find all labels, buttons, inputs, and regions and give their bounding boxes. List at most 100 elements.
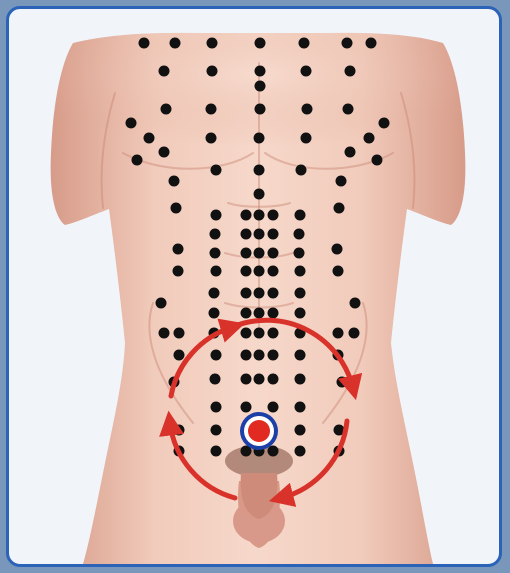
acupoint-dot [268,446,279,457]
acupoint-dot [255,66,266,77]
acupoint-dot [241,308,252,319]
acupoint-dot [294,248,305,259]
acupoint-dot [161,104,172,115]
acupoint-dot [255,38,266,49]
acupoint-dot [144,133,155,144]
acupoint-dot [241,248,252,259]
acupoint-dot [268,229,279,240]
acupoint-dot [241,374,252,385]
acupoint-dot [336,176,347,187]
acupoint-dot [254,189,265,200]
acupoint-dot [268,350,279,361]
marker-center [248,420,270,442]
acupoint-dot [345,147,356,158]
acupoint-dot [211,210,222,221]
acupoint-dot [268,308,279,319]
acupoint-dot [255,81,266,92]
acupoint-dot [241,229,252,240]
acupoint-dot [156,298,167,309]
acupoint-dot [254,328,265,339]
acupoint-dot [173,244,184,255]
acupoint-dot [295,266,306,277]
acupoint-dot [241,402,252,413]
acupoint-dot [211,446,222,457]
acupoint-dot [337,377,348,388]
acupoint-dot [301,66,312,77]
acupoint-dot [211,402,222,413]
acupoint-dot [268,402,279,413]
acupoint-dot [268,328,279,339]
torso-illustration [9,9,499,564]
acupoint-dot [159,66,170,77]
acupoint-dot [254,308,265,319]
acupoint-dot [241,210,252,221]
acupoint-dot [366,38,377,49]
acupoint-dot [332,244,343,255]
acupoint-dot [211,165,222,176]
acupoint-dot [295,210,306,221]
acupoint-dot [241,350,252,361]
acupoint-dot [295,446,306,457]
acupoint-dot [295,374,306,385]
acupoint-dot [343,104,354,115]
acupoint-dot [210,248,221,259]
acupoint-dot [255,104,266,115]
acupoint-dot [170,38,181,49]
acupoint-dot [254,288,265,299]
acupoint-dot [174,425,185,436]
acupoint-dot [241,288,252,299]
acupoint-dot [345,66,356,77]
acupoint-dot [334,203,345,214]
acupoint-dot [241,266,252,277]
navel-marker [240,412,278,450]
acupoint-dot [301,133,312,144]
acupoint-dot [209,288,220,299]
acupoint-dot [132,155,143,166]
acupoint-dot [296,165,307,176]
acupoint-dot [268,288,279,299]
acupoint-dot [268,266,279,277]
acupoint-dot [364,133,375,144]
acupoint-dot [171,203,182,214]
acupoint-dot [159,147,170,158]
acupoint-dot [268,374,279,385]
acupoint-dot [174,350,185,361]
acupoint-dot [295,402,306,413]
acupoint-dot [210,229,221,240]
acupoint-dot [294,229,305,240]
acupoint-dot [342,38,353,49]
acupoint-dot [295,308,306,319]
acupoint-dot [333,328,344,339]
acupoint-dot [210,374,221,385]
acupoint-dot [295,425,306,436]
acupoint-dot [174,328,185,339]
acupoint-dot [169,176,180,187]
acupoint-dot [159,328,170,339]
acupoint-dot [207,38,218,49]
acupoint-dot [254,248,265,259]
acupoint-dot [173,266,184,277]
acupoint-dot [295,288,306,299]
acupoint-dot [372,155,383,166]
acupoint-dot [254,266,265,277]
acupoint-dot [209,308,220,319]
acupoint-dot [333,266,344,277]
acupoint-dot [254,210,265,221]
acupoint-dot [254,229,265,240]
acupoint-dot [302,104,313,115]
acupoint-dot [379,118,390,129]
acupoint-dot [207,66,218,77]
acupoint-dot [211,266,222,277]
acupoint-dot [254,165,265,176]
acupoint-dot [299,38,310,49]
acupoint-dot [254,133,265,144]
acupoint-dot [268,210,279,221]
acupoint-dot [206,104,217,115]
acupoint-dot [126,118,137,129]
acupoint-dot [211,425,222,436]
acupoint-dot [139,38,150,49]
diagram-panel [6,6,502,567]
acupoint-dot [349,328,360,339]
acupoint-dot [254,350,265,361]
